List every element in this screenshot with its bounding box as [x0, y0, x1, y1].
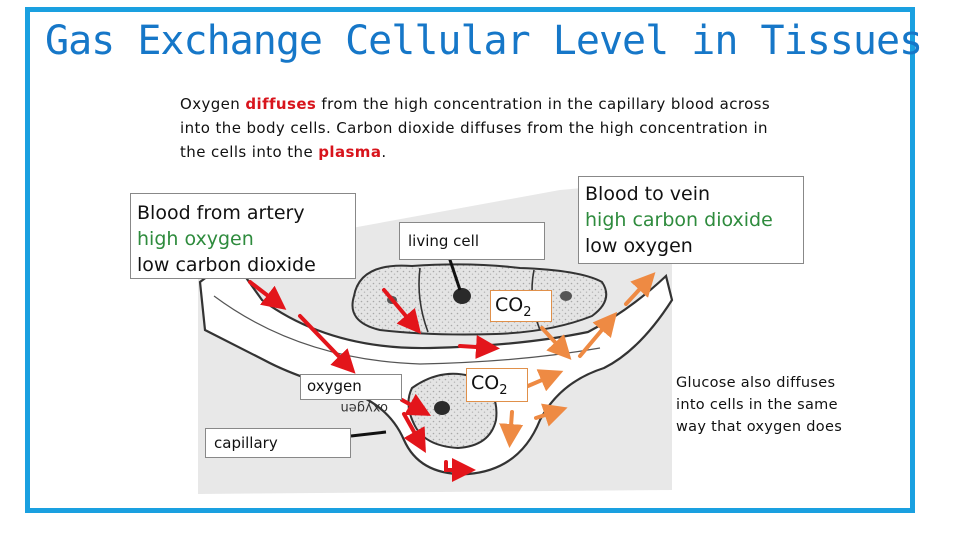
co2-arrows — [499, 272, 656, 448]
artery-line-3: low carbon dioxide — [137, 254, 316, 276]
co2-label-upper: CO2 — [490, 290, 552, 322]
capillary-tube — [198, 256, 674, 476]
vein-line-3: low oxygen — [585, 235, 693, 257]
co2-arrow — [526, 369, 564, 392]
co2-arrow — [624, 272, 656, 306]
vein-line-1: Blood to vein — [585, 183, 711, 205]
artery-info-box: Blood from artery high oxygen low carbon… — [130, 193, 356, 279]
vein-info-box: Blood to vein high carbon dioxide low ox… — [578, 176, 804, 264]
co2-upper-text: CO — [495, 294, 524, 316]
slide-frame — [25, 7, 915, 513]
mirrored-photo-text: oxygen — [341, 400, 388, 415]
living-cell-label: living cell — [399, 222, 545, 260]
artery-line-2: high oxygen — [137, 228, 254, 250]
co2-lower-subscript: 2 — [499, 382, 508, 398]
oxygen-arrow — [444, 458, 476, 482]
slide-title: Gas Exchange Cellular Level in Tissues — [45, 18, 923, 64]
lower-nucleus — [434, 401, 450, 415]
intro-highlight-plasma: plasma — [318, 143, 382, 161]
living-cell-pointer — [446, 253, 462, 291]
intro-paragraph: Oxygen diffuses from the high concentrat… — [180, 92, 780, 164]
co2-arrow — [540, 326, 572, 360]
upper-nucleus — [453, 288, 471, 304]
intro-text-3: . — [381, 143, 387, 161]
oxygen-arrow — [400, 393, 432, 416]
co2-label-lower: CO2 — [466, 368, 528, 402]
oxygen-arrow — [248, 280, 287, 310]
oxygen-arrow — [402, 412, 426, 453]
oxygen-label: oxygen — [300, 374, 402, 400]
co2-arrow — [578, 311, 618, 358]
co2-upper-subscript: 2 — [523, 304, 532, 320]
intro-text-2: from the high concentration in the capil… — [180, 95, 771, 161]
capillary-label: capillary — [205, 428, 351, 458]
oxygen-arrow — [382, 288, 422, 335]
artery-line-1: Blood from artery — [137, 202, 305, 224]
capillary-pointer — [350, 430, 387, 438]
co2-arrow — [534, 403, 568, 427]
oxygen-arrow — [458, 335, 500, 359]
oxygen-arrows — [248, 280, 500, 482]
vein-line-2: high carbon dioxide — [585, 209, 773, 231]
co2-lower-text: CO — [471, 372, 500, 394]
glucose-note: Glucose also diffuses into cells in the … — [676, 375, 843, 435]
oxygen-arrow — [298, 314, 356, 374]
co2-arrow — [499, 410, 524, 448]
intro-text-1: Oxygen — [180, 95, 246, 113]
intro-highlight-diffuses: diffuses — [245, 95, 317, 113]
